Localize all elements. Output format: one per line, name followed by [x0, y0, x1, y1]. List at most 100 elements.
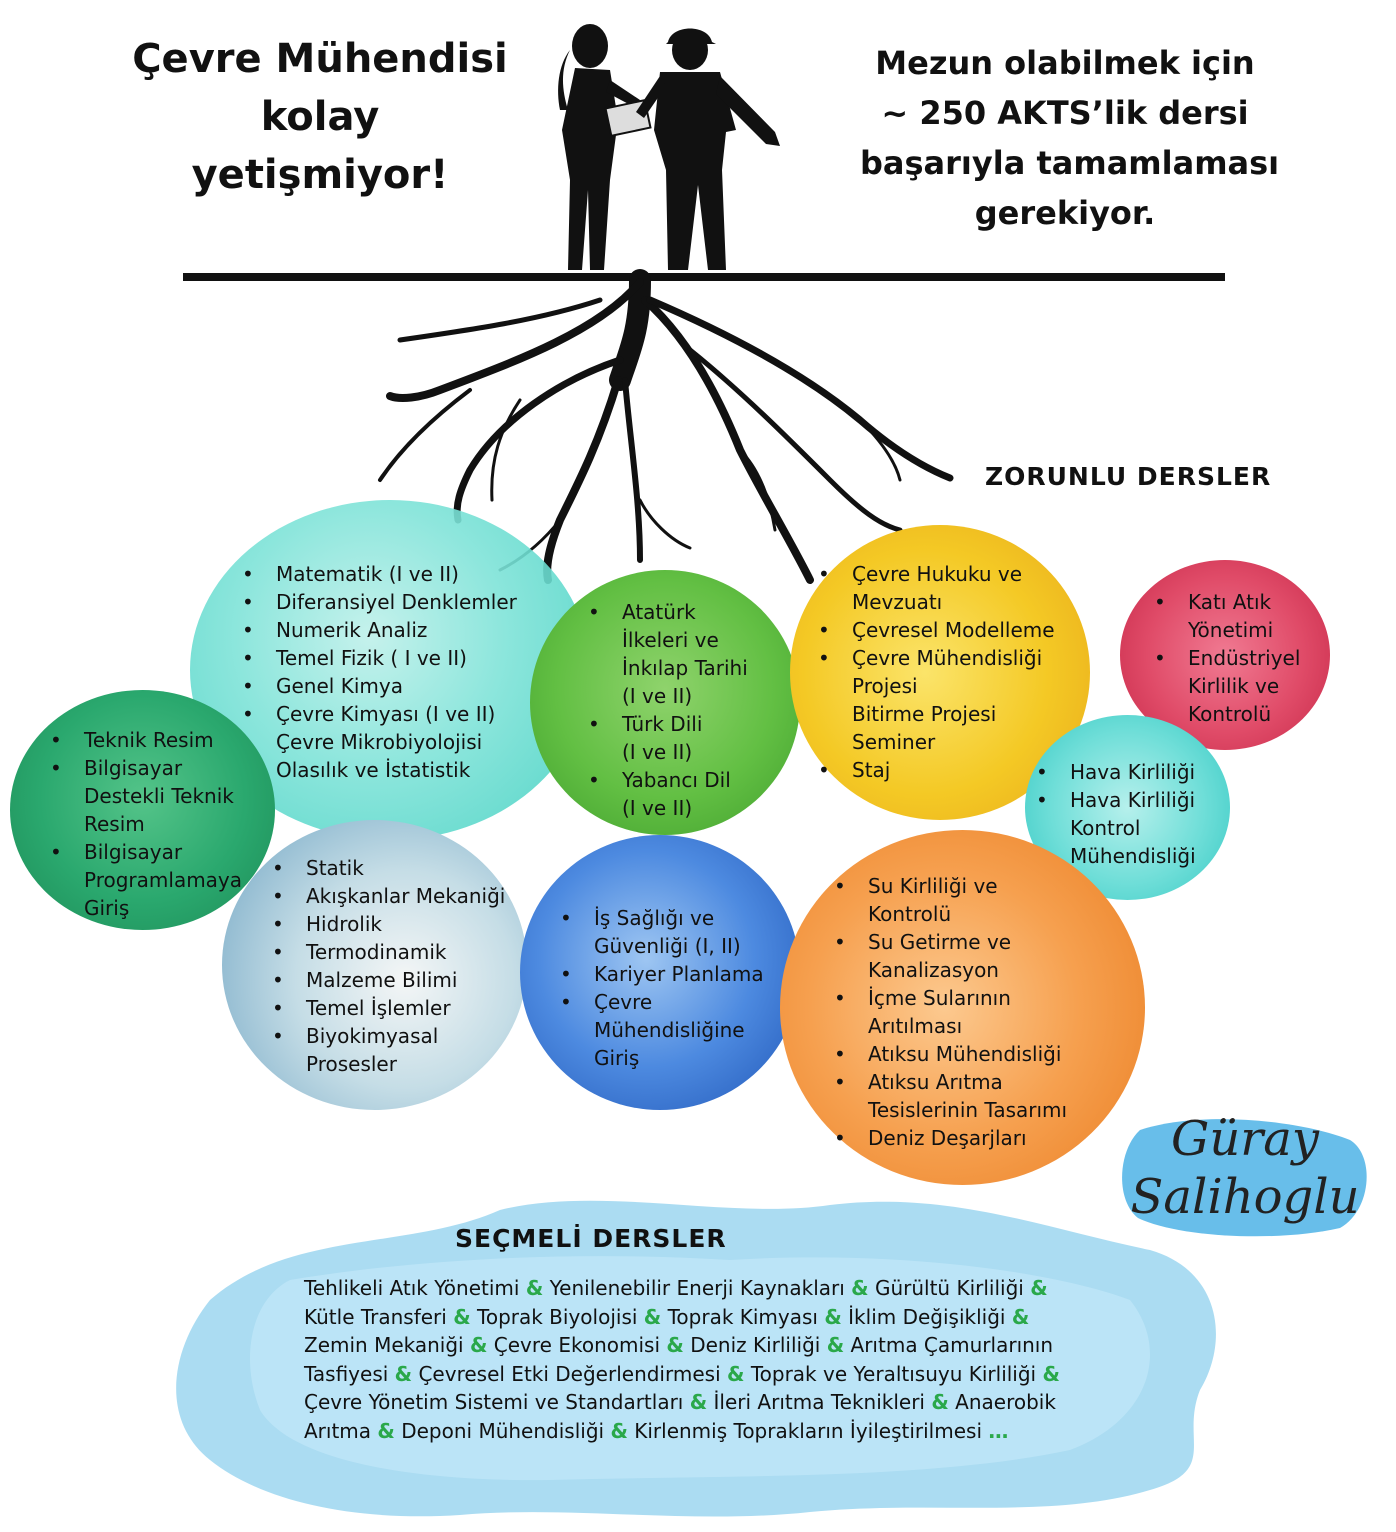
elective-course: Tehlikeli Atık Yönetimi — [304, 1276, 520, 1300]
course-item: Çevresel Modelleme — [814, 616, 1055, 644]
course-list-law-modelling: Çevre Hukuku veMevzuatıÇevresel Modellem… — [814, 560, 1055, 784]
separator-ampersand: & — [394, 1361, 413, 1386]
course-item: Olasılık ve İstatistik — [276, 758, 471, 782]
separator-ampersand: & — [824, 1304, 842, 1329]
signature-brush-icon — [1122, 1119, 1367, 1237]
course-item: Statik — [268, 854, 505, 882]
course-item: Kontrolü — [868, 902, 952, 926]
author-signature: Güray Salihoglu — [1110, 1110, 1380, 1237]
course-list-water: Su Kirliliği veKontrolüSu Getirme veKana… — [830, 872, 1067, 1152]
separator-ampersand: & — [377, 1418, 395, 1443]
course-item: Mühendisliği — [1070, 844, 1196, 868]
course-item: Staj — [814, 756, 1055, 784]
subline-line-3: başarıyla tamamlaması — [860, 144, 1280, 182]
course-item: Prosesler — [306, 1052, 397, 1076]
ground-line — [183, 273, 1225, 281]
course-item: Giriş — [84, 896, 130, 920]
course-item: Katı Atık — [1150, 588, 1300, 616]
elective-courses-title: SEÇMELİ DERSLER — [455, 1224, 727, 1253]
course-item: Tesislerinin Tasarımı — [868, 1098, 1068, 1122]
elective-courses-text: Tehlikeli Atık Yönetimi & Yenilenebilir … — [304, 1274, 1204, 1445]
course-item: Bilgisayar — [46, 838, 242, 866]
elective-course: Toprak Kimyası — [667, 1304, 818, 1329]
course-list-mechanics: StatikAkışkanlar MekaniğiHidrolikTermodi… — [268, 854, 505, 1078]
course-item: Numerik Analiz — [238, 616, 517, 644]
course-item: Kariyer Planlama — [556, 960, 764, 988]
course-item: Kontrolü — [1188, 702, 1272, 726]
elective-course: Çevre Ekonomisi — [493, 1333, 661, 1357]
elective-course: Toprak ve Yeraltısuyu Kirliliği — [750, 1361, 1037, 1386]
separator-ampersand: & — [826, 1333, 845, 1357]
headline-line-2: kolay — [260, 94, 380, 140]
course-item: Bilgisayar — [46, 754, 242, 782]
course-item: Mühendisliğine — [594, 1018, 745, 1042]
ground-and-roots-illustration — [183, 269, 1225, 584]
course-item: Hidrolik — [268, 910, 505, 938]
course-item: Matematik (I ve II) — [238, 560, 517, 588]
elective-line: Arıtma & Deponi Mühendisliği & Kirlenmiş… — [304, 1417, 1204, 1446]
course-item: Deniz Deşarjları — [830, 1124, 1067, 1152]
signature-line-1: Güray — [1171, 1111, 1319, 1167]
separator-ampersand: & — [727, 1361, 745, 1386]
separator-ampersand: & — [453, 1304, 471, 1329]
separator-ampersand: & — [931, 1390, 949, 1414]
course-item: Atıksu Arıtma — [830, 1068, 1067, 1096]
elective-course: İklim Değişikliği — [848, 1304, 1006, 1329]
separator-ampersand: & — [1042, 1361, 1060, 1386]
course-item: Hava Kirliliği — [1032, 786, 1196, 814]
electives-cloud-background — [176, 1200, 1216, 1517]
engineers-silhouette-icon — [558, 24, 780, 270]
subline-line-1: Mezun olabilmek için — [875, 44, 1255, 82]
course-item: Projesi — [852, 674, 918, 698]
course-item: Kirlilik ve — [1188, 674, 1280, 698]
course-item: Kanalizasyon — [868, 958, 999, 982]
graduation-requirement: Mezun olabilmek için ~ 250 AKTS’lik ders… — [860, 38, 1280, 238]
course-item: Yabancı Dil — [584, 766, 748, 794]
course-item: Programlamaya — [84, 868, 243, 892]
course-item: Teknik Resim — [46, 726, 242, 754]
course-item: (I ve II) — [622, 796, 693, 820]
course-item: Bitirme Projesi — [852, 702, 997, 726]
course-item: Çevre — [556, 988, 764, 1016]
course-item: Akışkanlar Mekaniği — [268, 882, 505, 910]
elective-line: Çevre Yönetim Sistemi ve Standartları & … — [304, 1388, 1204, 1417]
course-item: Arıtılması — [868, 1014, 963, 1038]
elective-course: Deniz Kirliliği — [690, 1333, 821, 1357]
course-item: İlkeleri ve — [622, 628, 719, 652]
signature-line-2: Salihoglu — [1130, 1169, 1360, 1225]
course-item: İnkılap Tarihi — [622, 656, 748, 680]
course-item: Biyokimyasal — [268, 1022, 505, 1050]
separator-ampersand: & — [643, 1304, 662, 1329]
elective-course: Arıtma — [304, 1418, 372, 1443]
course-item: Diferansiyel Denklemler — [238, 588, 517, 616]
elective-course: Tasfiyesi — [304, 1361, 389, 1386]
course-item: Güvenliği (I, II) — [594, 934, 741, 958]
course-item: İş Sağlığı ve — [556, 904, 764, 932]
elective-line: Tasfiyesi & Çevresel Etki Değerlendirmes… — [304, 1360, 1204, 1389]
course-item: Su Getirme ve — [830, 928, 1067, 956]
elective-course: Gürültü Kirliliği — [874, 1276, 1024, 1300]
separator-ampersand: & — [1011, 1304, 1030, 1329]
elective-course: Kütle Transferi — [304, 1304, 447, 1329]
separator-ampersand: & — [469, 1333, 488, 1357]
course-item: Çevre Kimyası (I ve II) — [238, 700, 517, 728]
course-item: Temel Fizik ( I ve II) — [238, 644, 517, 672]
elective-course: İleri Arıtma Teknikleri — [713, 1390, 925, 1414]
elective-course: Anaerobik — [955, 1390, 1056, 1414]
elective-course: Arıtma Çamurlarının — [850, 1333, 1054, 1357]
course-item: Seminer — [852, 730, 936, 754]
course-item: Su Kirliliği ve — [830, 872, 1067, 900]
course-item: Atıksu Mühendisliği — [830, 1040, 1067, 1068]
ellipsis: … — [988, 1418, 1009, 1443]
course-item: Temel İşlemler — [268, 994, 505, 1022]
elective-course: Yenilenebilir Enerji Kaynakları — [549, 1276, 845, 1300]
subline-line-2: ~ 250 AKTS’lik dersi — [881, 94, 1249, 132]
course-item: Genel Kimya — [238, 672, 517, 700]
course-item: Türk Dili — [584, 710, 748, 738]
course-item: Giriş — [594, 1046, 640, 1070]
elective-course: Kirlenmiş Toprakların İyileştirilmesi — [634, 1418, 983, 1443]
separator-ampersand: & — [666, 1333, 684, 1357]
roots — [378, 269, 954, 584]
